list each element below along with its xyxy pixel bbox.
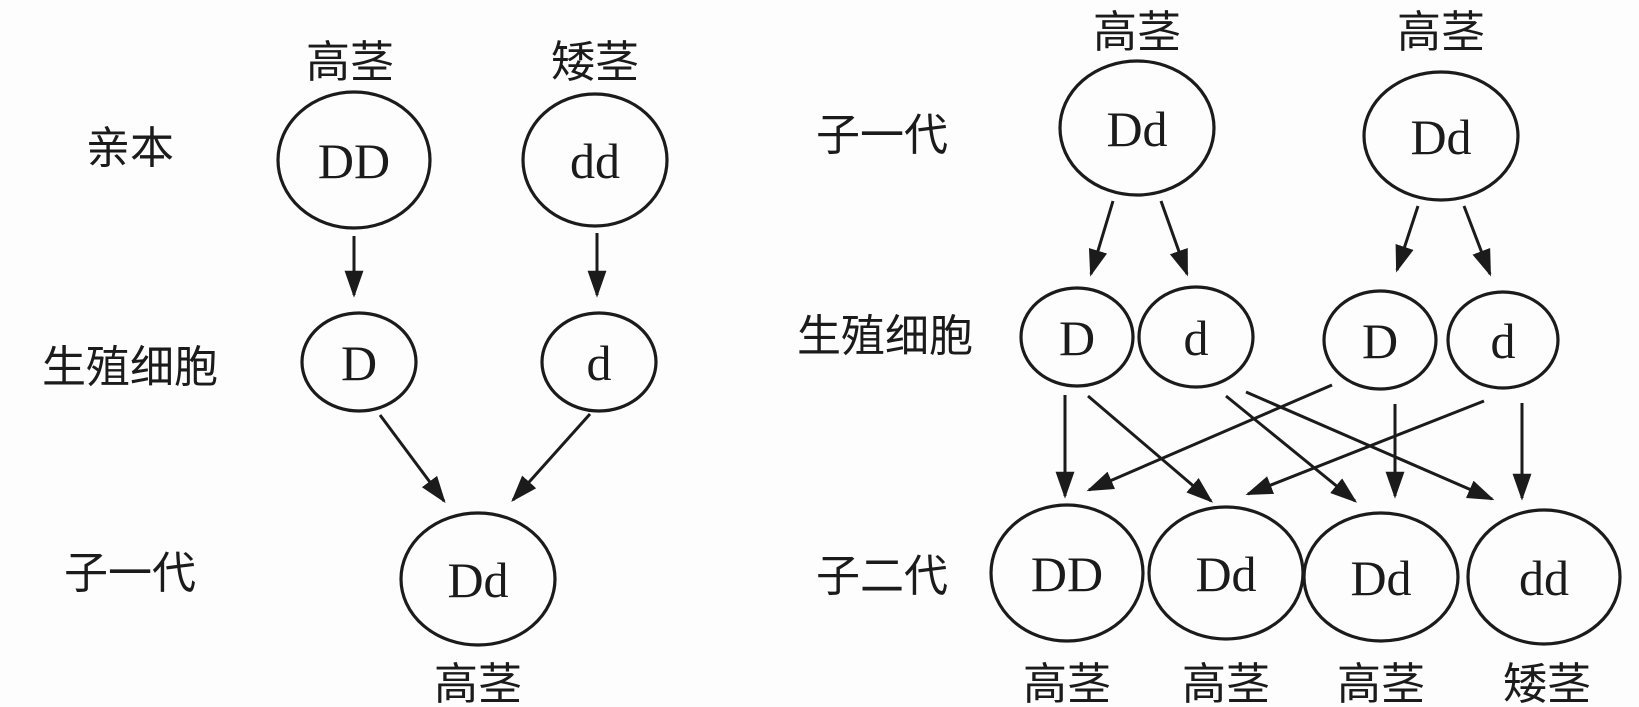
arrow-f1-2-to-gamete-d: [1462, 205, 1492, 277]
gamete-d-label-left: d: [587, 335, 612, 391]
row-label-f2: 子二代: [816, 552, 948, 601]
gamete-D2-label: D: [1362, 313, 1398, 369]
f1-circle-left: [399, 511, 557, 647]
arrow-D1-to-Dd2: [1087, 394, 1214, 503]
gamete-D2-circle: [1322, 289, 1438, 391]
f1-2-genotype: Dd: [1410, 109, 1471, 165]
gamete-D-label-left: D: [341, 335, 377, 391]
row-label-f1-right: 子一代: [816, 111, 948, 160]
f2-dd-genotype: dd: [1519, 550, 1569, 606]
gamete-d1-label: d: [1184, 310, 1209, 366]
parent2-circle: [521, 92, 669, 228]
f1-1-circle: [1058, 59, 1216, 197]
right-panel: 子一代 生殖细胞 子二代 高茎 高茎 Dd Dd D d D d: [797, 8, 1622, 707]
gamete-d1-circle: [1137, 285, 1255, 389]
f2-phenotype-label-2: 高茎: [1182, 660, 1270, 707]
parent1-phenotype-label: 高茎: [306, 38, 394, 87]
f2-Dd-circle-2: [1302, 511, 1460, 643]
row-label-gametes-right: 生殖细胞: [797, 312, 973, 361]
f1-2-circle: [1362, 70, 1520, 202]
f1-2-phenotype-label: 高茎: [1397, 8, 1485, 57]
gamete-D1-label: D: [1059, 310, 1095, 366]
f2-DD-circle: [989, 503, 1145, 643]
f2-DD-genotype: DD: [1031, 546, 1103, 602]
f2-dd-circle: [1466, 508, 1622, 646]
arrow-gameteD-to-f1: [378, 414, 446, 504]
row-label-gametes-left: 生殖细胞: [42, 343, 218, 392]
gamete-D-circle-left: [300, 311, 418, 413]
left-panel: 亲本 生殖细胞 子一代 高茎 矮茎 DD dd D d Dd 高茎: [42, 38, 669, 707]
arrow-d1-to-Dd3: [1225, 394, 1358, 503]
arrow-D2-to-DD: [1086, 383, 1333, 492]
parent1-genotype: DD: [318, 133, 390, 189]
arrow-d2-to-Dd2: [1245, 399, 1485, 496]
arrow-gameted-to-f1: [511, 412, 592, 503]
f2-phenotype-label-1: 高茎: [1023, 660, 1111, 707]
f2-Dd-genotype-2: Dd: [1350, 550, 1411, 606]
f1-phenotype-label-left: 高茎: [434, 660, 522, 707]
f2-phenotype-label-3: 高茎: [1337, 660, 1425, 707]
f1-1-phenotype-label: 高茎: [1093, 8, 1181, 57]
parent2-phenotype-label: 矮茎: [551, 38, 639, 87]
f2-phenotype-label-4: 矮茎: [1503, 660, 1591, 707]
gamete-D1-circle: [1019, 286, 1135, 388]
f1-genotype-left: Dd: [447, 552, 508, 608]
gamete-d-circle-left: [540, 311, 658, 413]
parent1-circle: [276, 90, 432, 230]
row-label-parents: 亲本: [86, 124, 174, 173]
gamete-d2-label: d: [1491, 313, 1516, 369]
arrow-f1-1-to-gamete-D: [1088, 200, 1115, 277]
f2-Dd-genotype-1: Dd: [1195, 546, 1256, 602]
arrow-f1-1-to-gamete-d: [1159, 200, 1189, 277]
parent2-genotype: dd: [570, 133, 620, 189]
arrow-f1-2-to-gamete-D: [1395, 205, 1420, 273]
gamete-d2-circle: [1446, 290, 1560, 390]
f1-1-genotype: Dd: [1106, 101, 1167, 157]
row-label-f1-left: 子一代: [64, 549, 196, 598]
